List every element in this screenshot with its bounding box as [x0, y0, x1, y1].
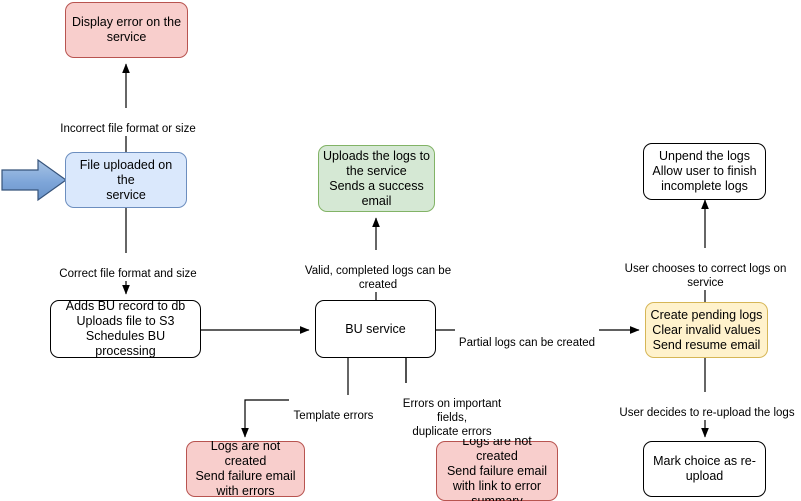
edge-label-text: Valid, completed logs can be created [304, 265, 452, 291]
edge-label-partial-logs: Partial logs can be created [455, 322, 599, 350]
node-logs-not-created-errors[interactable]: Logs are not created Send failure email … [186, 439, 305, 498]
node-logs-not-created-summary[interactable]: Logs are not created Send failure email … [436, 434, 558, 501]
edge-label-text: Partial logs can be created [458, 337, 596, 349]
edge-label-text: User decides to re-upload the logs [619, 407, 795, 419]
edge-label-correct-format: Correct file format and size [56, 253, 200, 281]
node-label: Logs are not created Send failure email … [195, 439, 296, 498]
node-mark-choice-reupload[interactable]: Mark choice as re- upload [643, 441, 766, 497]
node-label: Adds BU record to db Uploads file to S3 … [65, 299, 186, 358]
edge-label-text: User chooses to correct logs on service [624, 263, 787, 289]
node-display-error[interactable]: Display error on the service [65, 2, 188, 58]
node-label: Create pending logs Clear invalid values… [650, 307, 763, 352]
edge-label-valid-completed: Valid, completed logs can be created [283, 250, 473, 292]
edge-label-text: Correct file format and size [59, 268, 197, 280]
edge-label-text: Incorrect file format or size [60, 123, 196, 135]
node-file-uploaded[interactable]: File uploaded on the service [65, 152, 187, 208]
node-create-pending-logs[interactable]: Create pending logs Clear invalid values… [645, 302, 768, 358]
edge-label-text: Template errors [293, 410, 374, 422]
edge-label-user-reuploads: User decides to re-upload the logs [617, 392, 797, 420]
node-label: Display error on the service [71, 15, 182, 44]
node-label: Unpend the logs Allow user to finish inc… [652, 149, 757, 193]
edge-label-template-errors: Template errors [289, 395, 378, 423]
node-label: Uploads the logs to the service Sends a … [323, 148, 431, 208]
edge-label-important-field-errors: Errors on important fields, duplicate er… [390, 383, 514, 439]
node-uploads-logs[interactable]: Uploads the logs to the service Sends a … [318, 145, 435, 212]
edge-label-text: Errors on important fields, duplicate er… [402, 398, 502, 438]
node-label: Mark choice as re- upload [653, 454, 756, 483]
node-unpend-logs[interactable]: Unpend the logs Allow user to finish inc… [643, 143, 766, 200]
edge-label-incorrect-format: Incorrect file format or size [56, 108, 200, 136]
edge-label-user-corrects: User chooses to correct logs on service [606, 248, 801, 290]
node-bu-service[interactable]: BU service [315, 300, 436, 358]
node-label: Logs are not created Send failure email … [446, 433, 548, 501]
node-label: File uploaded on the service [79, 157, 173, 202]
node-adds-bu-record[interactable]: Adds BU record to db Uploads file to S3 … [50, 299, 201, 358]
node-label: BU service [345, 321, 406, 336]
